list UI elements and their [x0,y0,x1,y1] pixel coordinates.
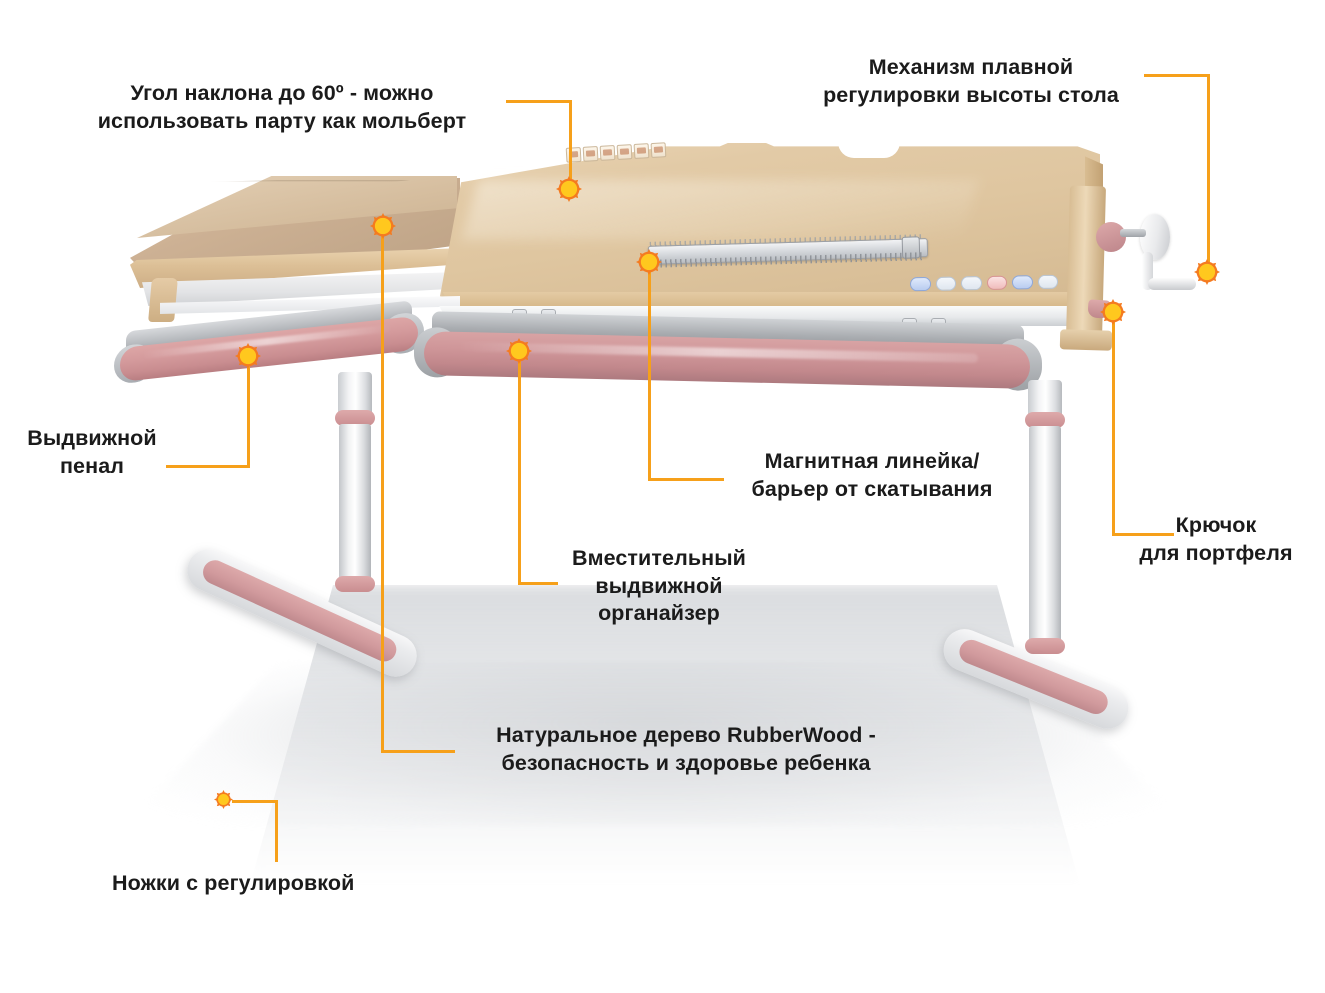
leg-left-ring-top [335,410,375,426]
marker-tilt-side[interactable] [370,213,396,239]
feature-badges [909,274,1059,292]
marker-organizer[interactable] [506,338,532,364]
adjustable-feet-label: Ножки с регулировкой [112,871,355,895]
foot-left [180,542,424,684]
bag-hook-label: Крючок для портфеля [1139,513,1293,565]
sticker-icon [599,144,616,161]
crank-arm [1142,252,1153,290]
leader-line-height-h [1144,74,1210,77]
badge-icon [935,276,957,291]
badge-icon [960,276,982,291]
marker-tilt-main[interactable] [556,176,582,202]
sticker-icon [633,142,650,159]
leader-line-wood-h [381,750,455,753]
leader-line-ruler-v [648,262,651,481]
leg-left-ring-bottom [335,576,375,592]
leader-line-organizer-h [518,582,558,585]
badge-icon [909,276,931,292]
marker-height[interactable] [1194,259,1220,285]
tilt-angle-label: Угол наклона до 60º - можно использовать… [97,81,467,133]
leader-line-hook-h [1112,533,1174,536]
leader-line-hook-v [1112,312,1115,536]
pencil-case-label: Выдвижной пенал [27,426,157,478]
badge-icon [1037,274,1059,290]
tabletop-notch [838,142,900,158]
marker-pencil-case[interactable] [235,343,261,369]
height-mechanism-label: Механизм плавной регулировки высоты стол… [823,55,1119,107]
leader-line-pencil-h [166,465,250,468]
crank-hub [1096,222,1126,252]
crank-shaft [1120,229,1146,237]
leader-line-feet-h [232,800,278,803]
right-support-bracket [1059,329,1113,351]
leader-line-pencil-v [247,356,250,468]
leg-left-lower-column [339,424,371,586]
sticker-icon [650,141,667,158]
magnetic-ruler-label: Магнитная линейка/ барьер от скатывания [751,449,993,501]
leader-line-height-v [1207,74,1210,272]
tabletop-highlight [461,180,979,240]
leader-line-organizer-v [518,352,521,585]
leg-right-ring-top [1025,412,1065,428]
height-crank-handle [1118,212,1198,302]
side-board-support [148,278,178,322]
marker-hook[interactable] [1100,299,1126,325]
leg-right-ring-bottom [1025,638,1065,654]
badge-icon [986,275,1008,290]
leader-line-feet-v [275,800,278,862]
leader-line-wood-v [381,226,384,752]
sticker-icon [582,145,599,162]
sticker-icon [616,143,633,160]
leader-line-tilt-v [569,100,572,186]
organizer-label: Вместительный выдвижной органайзер [571,546,747,626]
leg-right-lower-column [1029,426,1061,648]
badge-icon [1011,275,1033,290]
marker-feet[interactable] [214,790,233,809]
crank-grip [1148,278,1196,290]
marker-ruler[interactable] [636,249,662,275]
side-board-seam [208,180,410,182]
rubberwood-label: Натуральное дерево RubberWood - безопасн… [496,723,876,775]
leader-line-tilt-h [506,100,572,103]
leader-line-ruler-h [648,478,724,481]
